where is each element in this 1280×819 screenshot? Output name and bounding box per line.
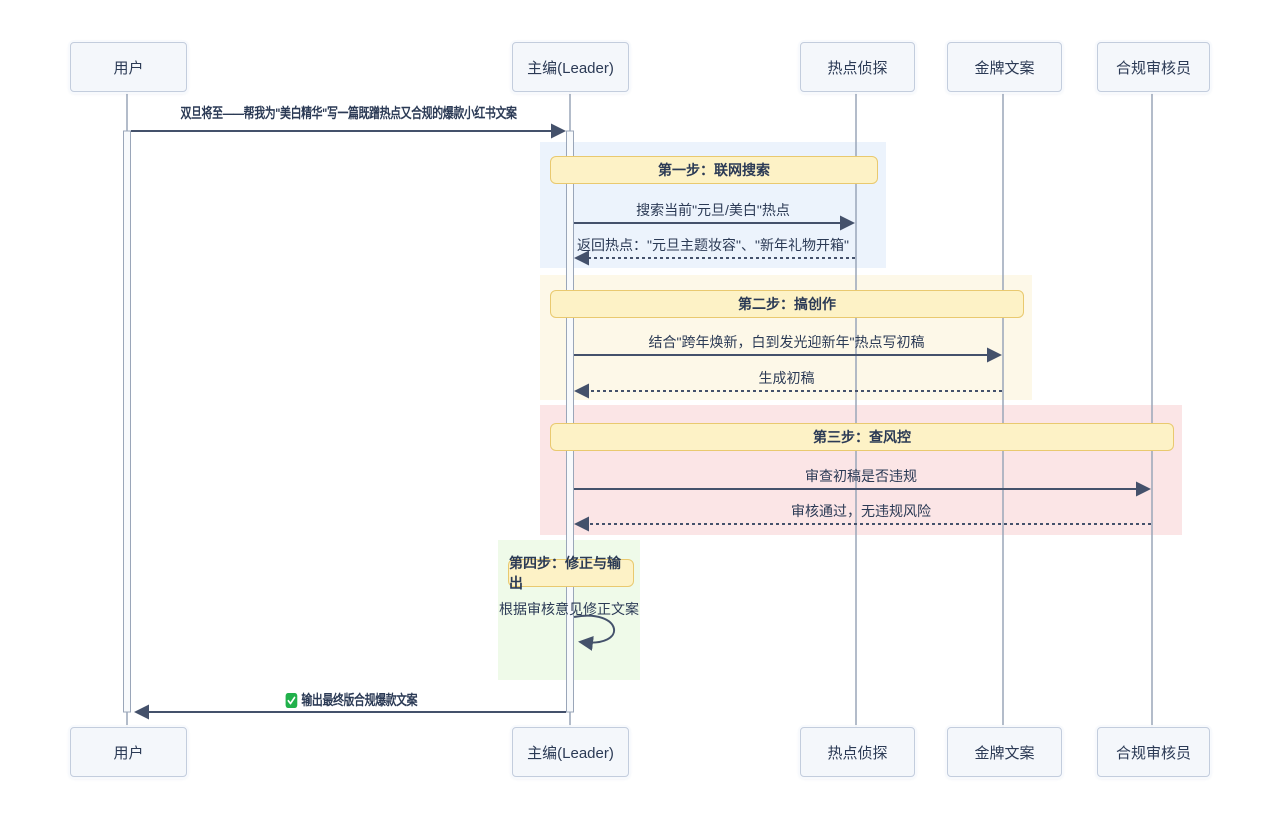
message-return-hot: 返回热点："元旦主题妆容"、"新年礼物开箱"	[577, 237, 849, 253]
message-self-fix: 根据审核意见修正文案	[499, 601, 639, 617]
participant-hot-detective-bottom: 热点侦探	[800, 727, 915, 777]
step-label-text: 第二步：搞创作	[738, 296, 836, 312]
participant-label: 合规审核员	[1115, 744, 1191, 762]
message-search-hot: 搜索当前"元旦/美白"热点	[636, 202, 790, 218]
participant-label: 金牌文案	[974, 59, 1035, 77]
participant-label: 用户	[113, 744, 144, 762]
participant-label: 热点侦探	[827, 59, 888, 77]
arrow-self-loop	[573, 614, 615, 651]
participant-copywriter-bottom: 金牌文案	[947, 727, 1062, 777]
participant-user-bottom: 用户	[70, 727, 187, 777]
message-write-draft: 结合"跨年焕新，白到发光迎新年"热点写初稿	[648, 334, 925, 350]
participant-compliance-top: 合规审核员	[1097, 42, 1210, 92]
participant-label: 合规审核员	[1115, 59, 1191, 77]
step-label-3: 第三步：查风控	[550, 423, 1174, 451]
participant-user-top: 用户	[70, 42, 187, 92]
step-label-1: 第一步：联网搜索	[550, 156, 878, 184]
step-label-text: 第三步：查风控	[813, 429, 911, 445]
message-user-request: 双旦将至——帮我为"美白精华"写一篇既蹭热点又合规的爆款小红书文案	[180, 105, 517, 121]
step-label-2: 第二步：搞创作	[550, 290, 1024, 318]
participant-hot-detective-top: 热点侦探	[800, 42, 915, 92]
participant-compliance-bottom: 合规审核员	[1097, 727, 1210, 777]
message-arrows	[131, 123, 1151, 720]
step-label-text: 第一步：联网搜索	[658, 162, 770, 178]
step-label-text: 第四步：修正与输出	[509, 555, 621, 591]
message-risk-pass: 审核通过，无违规风险	[791, 503, 931, 519]
participant-copywriter-top: 金牌文案	[947, 42, 1062, 92]
participant-label: 金牌文案	[974, 744, 1035, 762]
check-icon	[285, 692, 298, 708]
participant-label: 主编(Leader)	[527, 59, 614, 77]
final-output-text: 输出最终版合规爆款文案	[301, 692, 418, 708]
message-risk-check: 审查初稿是否违规	[805, 468, 917, 484]
activation-bars	[123, 130, 574, 713]
participant-label: 热点侦探	[827, 744, 888, 762]
participant-label: 主编(Leader)	[527, 744, 614, 762]
lifelines	[126, 92, 1153, 727]
participant-label: 用户	[113, 59, 144, 77]
message-draft-done: 生成初稿	[758, 370, 815, 386]
participant-leader-bottom: 主编(Leader)	[512, 727, 629, 777]
step-label-4: 第四步：修正与输出	[508, 555, 634, 591]
message-final-output: 输出最终版合规爆款文案	[181, 690, 522, 710]
participant-leader-top: 主编(Leader)	[512, 42, 629, 92]
